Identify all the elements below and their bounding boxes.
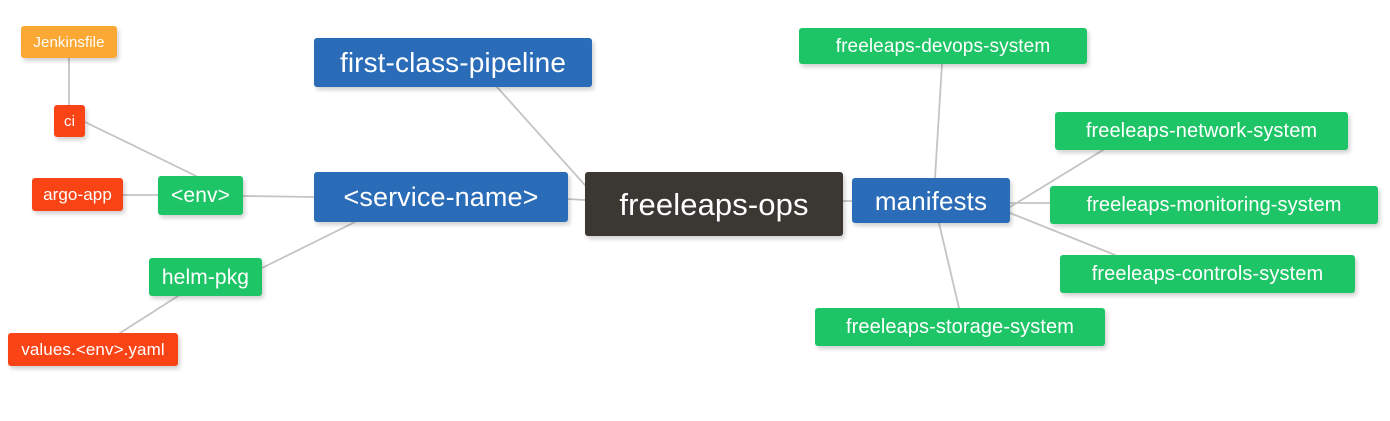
node-label-freeleaps-storage-system: freeleaps-storage-system [845, 316, 1075, 338]
node-Jenkinsfile[interactable]: Jenkinsfile [21, 26, 117, 58]
edge-env-to-ci [84, 121, 197, 177]
edge-manifests-to-freeleaps-devops-system [934, 63, 943, 179]
node-manifests[interactable]: manifests [852, 178, 1010, 223]
node-ci[interactable]: ci [54, 105, 85, 137]
node-freeleaps-monitoring-system[interactable]: freeleaps-monitoring-system [1050, 186, 1378, 224]
node-argo-app[interactable]: argo-app [32, 178, 123, 211]
node-label-freeleaps-network-system: freeleaps-network-system [1085, 120, 1318, 142]
node-label-env: <env> [171, 184, 230, 207]
node-freeleaps-network-system[interactable]: freeleaps-network-system [1055, 112, 1348, 150]
edge-manifests-to-freeleaps-storage-system [938, 222, 960, 309]
node-label-helm-pkg: helm-pkg [161, 265, 250, 289]
node-freeleaps-storage-system[interactable]: freeleaps-storage-system [815, 308, 1105, 346]
node-label-freeleaps-controls-system: freeleaps-controls-system [1091, 263, 1324, 285]
node-env[interactable]: <env> [158, 176, 243, 215]
node-first-class-pipeline[interactable]: first-class-pipeline [314, 38, 592, 87]
node-freeleaps-devops-system[interactable]: freeleaps-devops-system [799, 28, 1087, 64]
node-service-name[interactable]: <service-name> [314, 172, 568, 222]
node-label-freeleaps-monitoring-system: freeleaps-monitoring-system [1086, 194, 1342, 216]
node-label-argo-app: argo-app [43, 185, 112, 204]
node-label-values-env-yaml: values.<env>.yaml [21, 340, 165, 359]
node-label-Jenkinsfile: Jenkinsfile [33, 33, 105, 51]
node-label-first-class-pipeline: first-class-pipeline [339, 46, 567, 78]
edge-service-name-to-env [242, 195, 315, 198]
node-label-manifests: manifests [874, 185, 988, 216]
node-helm-pkg[interactable]: helm-pkg [149, 258, 262, 296]
node-label-freeleaps-ops: freeleaps-ops [619, 186, 809, 222]
node-values-env-yaml[interactable]: values.<env>.yaml [8, 333, 178, 366]
edge-freeleaps-ops-to-service-name [567, 198, 586, 201]
node-freeleaps-ops[interactable]: freeleaps-ops [585, 172, 843, 236]
edge-helm-pkg-to-values-env-yaml [119, 295, 179, 334]
node-label-ci: ci [63, 112, 76, 130]
node-freeleaps-controls-system[interactable]: freeleaps-controls-system [1060, 255, 1355, 293]
node-label-freeleaps-devops-system: freeleaps-devops-system [835, 35, 1051, 57]
edge-service-name-to-helm-pkg [261, 221, 356, 269]
node-label-service-name: <service-name> [343, 181, 539, 212]
